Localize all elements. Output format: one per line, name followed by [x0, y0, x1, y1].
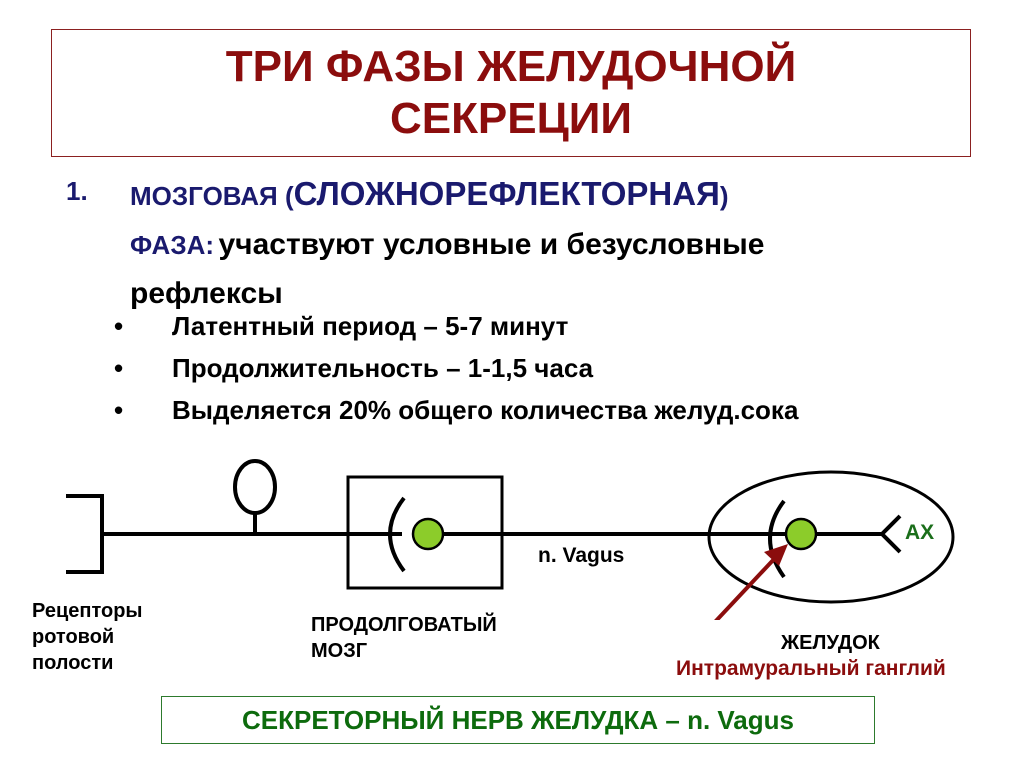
medulla-label-2: МОЗГ	[311, 640, 368, 662]
vagus-label: n. Vagus	[538, 544, 625, 567]
ganglion-label: Интрамуральный ганглий	[676, 657, 946, 680]
ganglion-synapse-arc	[768, 499, 786, 579]
phase-faza: ФАЗА:	[130, 230, 215, 260]
stomach-label: ЖЕЛУДОК	[781, 632, 880, 654]
medulla-label: ПРОДОЛГОВАТЫЙ МОЗГ	[311, 612, 497, 664]
ganglion-pointer-arrow	[714, 555, 778, 620]
reflex-arc-diagram	[66, 459, 955, 620]
secretory-nerve-box: СЕКРЕТОРНЫЙ НЕРВ ЖЕЛУДКА – n. Vagus	[161, 696, 875, 744]
phase-name-end: )	[719, 181, 729, 211]
stomach-oval	[707, 470, 955, 604]
phase-name-emph: СЛОЖНОРЕФЛЕКТОРНАЯ	[293, 175, 720, 212]
receptor-bracket	[66, 494, 104, 574]
phase-name-start: МОЗГОВАЯ (	[130, 181, 294, 211]
medulla-synapse-arc	[388, 496, 406, 573]
phase-body: МОЗГОВАЯ (СЛОЖНОРЕФЛЕКТОРНАЯ) ФАЗА: учас…	[130, 172, 980, 321]
page-title: ТРИ ФАЗЫ ЖЕЛУДОЧНОЙ СЕКРЕЦИИ	[226, 41, 796, 145]
intramural-ganglion-node	[784, 517, 818, 551]
phase-number: 1.	[66, 176, 88, 206]
bullet-duration: Продолжительность – 1-1,5 часа	[110, 347, 798, 389]
acetylcholine-label: АХ	[905, 521, 935, 544]
sensory-ganglion-oval	[233, 459, 277, 515]
bullet-latent-period: Латентный период – 5-7 минут	[110, 305, 798, 347]
phase-description: участвуют условные и безусловные	[218, 228, 765, 261]
receptors-label: Рецепторы ротовой полости	[32, 598, 143, 676]
medulla-nucleus-node	[411, 517, 445, 551]
ganglion-pointer-arrowhead	[764, 544, 788, 566]
title-line-2: СЕКРЕЦИИ	[389, 94, 633, 143]
receptors-label-3: полости	[32, 652, 114, 674]
effector-fork	[879, 514, 902, 554]
receptors-label-1: Рецепторы	[32, 600, 143, 622]
secretory-nerve-text: СЕКРЕТОРНЫЙ НЕРВ ЖЕЛУДКА – n. Vagus	[241, 704, 794, 735]
receptors-label-2: ротовой	[32, 626, 115, 648]
medulla-label-1: ПРОДОЛГОВАТЫЙ	[311, 614, 497, 636]
title-box: ТРИ ФАЗЫ ЖЕЛУДОЧНОЙ СЕКРЕЦИИ	[51, 29, 971, 157]
title-line-1: ТРИ ФАЗЫ ЖЕЛУДОЧНОЙ	[225, 42, 797, 91]
bullet-secretion-share: Выделяется 20% общего количества желуд.с…	[110, 389, 798, 431]
bullet-list: Латентный период – 5-7 минут Продолжител…	[110, 305, 798, 431]
